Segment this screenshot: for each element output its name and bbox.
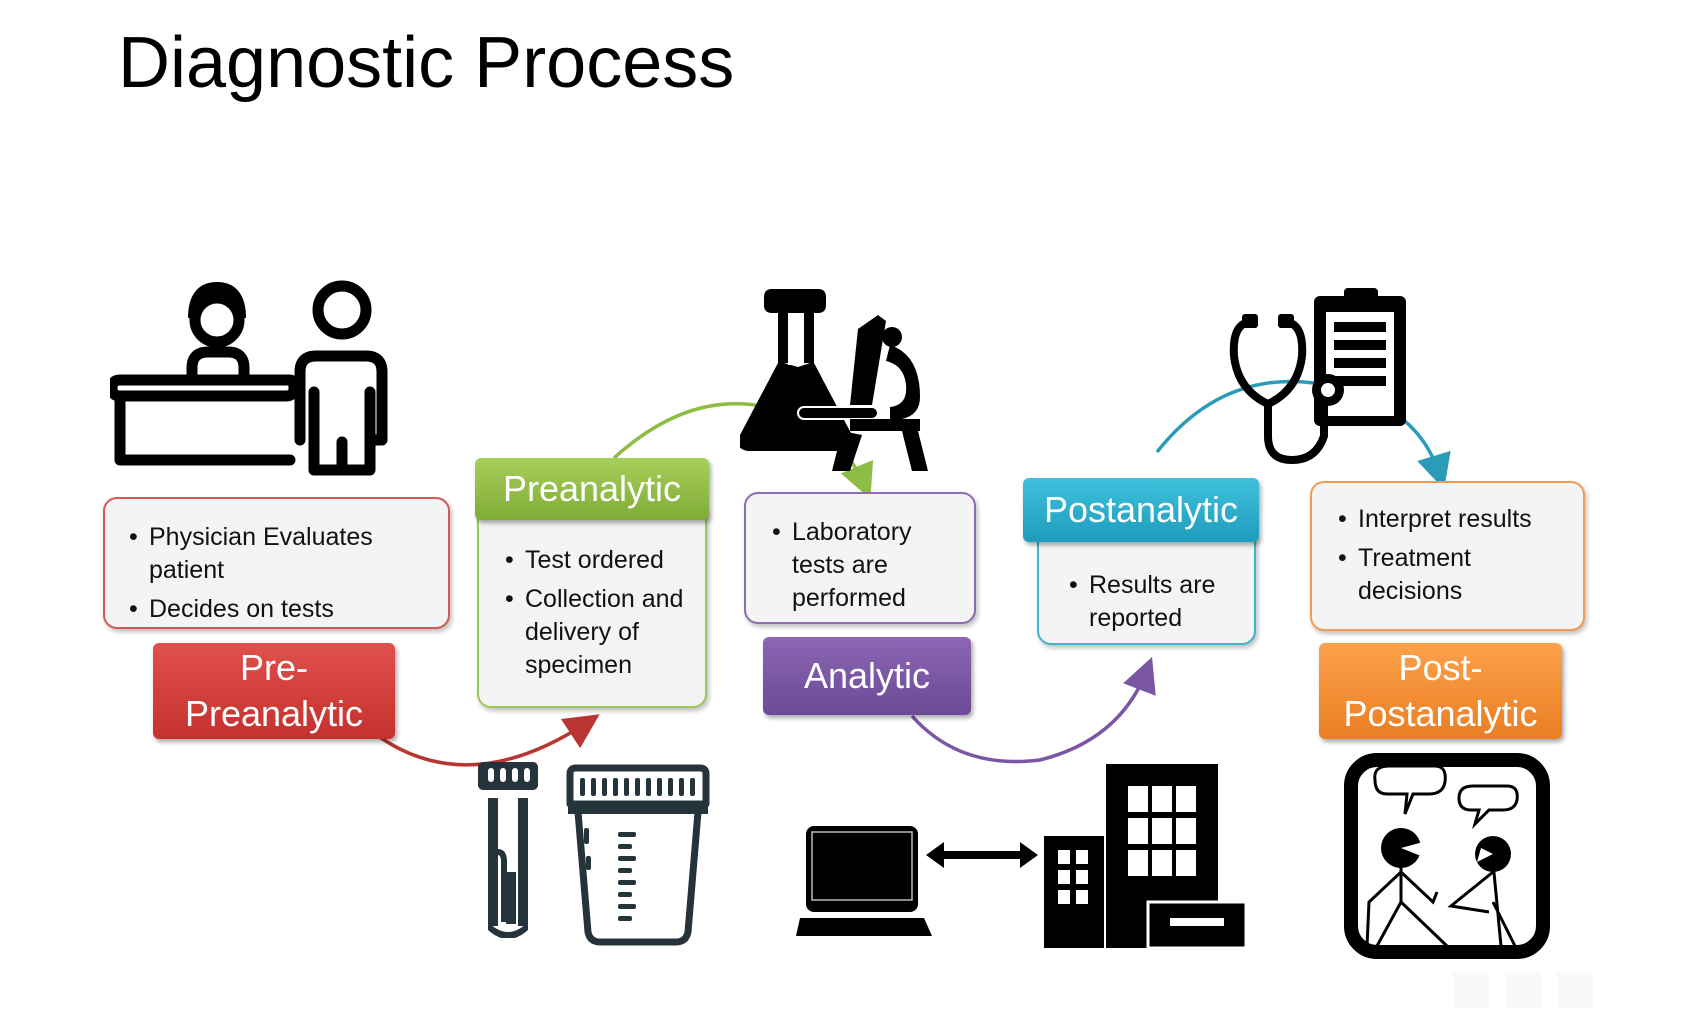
stage-label-line: Preanalytic (184, 693, 364, 734)
bullet: Interpret results (1338, 503, 1573, 536)
flask-microscope-icon (740, 289, 928, 471)
hospital-buildings-icon (1044, 764, 1246, 950)
bullet: Laboratory tests are performed (772, 516, 942, 615)
stage-label-post-postanalytic: Post- Postanalytic (1319, 643, 1562, 739)
reception-desk-icon (110, 280, 388, 476)
stage-label-line: Post- (1398, 647, 1483, 688)
watermark-icons (1453, 972, 1593, 1008)
bullet: Collection and delivery of specimen (505, 583, 695, 682)
arrow-pre-preanalytic-to-preanalytic (377, 714, 600, 767)
bullet: Results are reported (1069, 569, 1249, 635)
stage-label-line: Pre- (239, 647, 308, 688)
bullet: Physician Evaluates patient (129, 521, 432, 587)
stage-label-postanalytic: Postanalytic (1023, 478, 1259, 542)
bullet: Treatment decisions (1338, 542, 1498, 608)
stage-box-pre-preanalytic: Physician Evaluates patient Decides on t… (103, 497, 450, 629)
stage-box-postanalytic: Results are reported (1037, 525, 1256, 645)
stage-box-preanalytic: Test ordered Collection and delivery of … (477, 500, 707, 708)
laptop-icon (796, 826, 932, 936)
stage-label-line: Postanalytic (1043, 489, 1239, 530)
stethoscope-clipboard-icon (1229, 288, 1406, 465)
bidirectional-arrow-icon (926, 842, 1038, 868)
bullet: Test ordered (505, 544, 695, 577)
stage-label-line: Postanalytic (1343, 693, 1538, 734)
stage-box-post-postanalytic: Interpret results Treatment decisions (1310, 481, 1585, 631)
stage-label-pre-preanalytic: Pre- Preanalytic (153, 643, 395, 739)
test-tube-icon (478, 762, 538, 938)
stage-label-preanalytic: Preanalytic (475, 458, 709, 520)
stage-label-line: Preanalytic (502, 468, 682, 509)
specimen-cup-icon (566, 764, 710, 946)
consultation-icon (1344, 753, 1550, 959)
stage-label-line: Analytic (803, 655, 931, 696)
arrow-analytic-to-postanalytic (910, 656, 1156, 764)
stage-box-analytic: Laboratory tests are performed (744, 492, 976, 624)
slide-title: Diagnostic Process (118, 23, 735, 103)
stage-label-analytic: Analytic (763, 637, 971, 715)
bullet: Decides on tests (129, 593, 432, 626)
